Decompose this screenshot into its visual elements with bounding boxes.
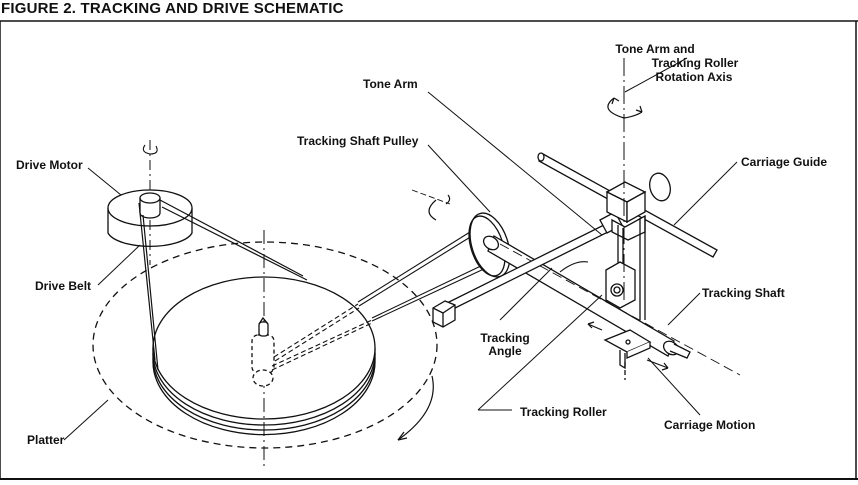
drive-belt bbox=[138, 199, 308, 371]
label-rotation-axis-line2: Tracking Roller bbox=[652, 56, 739, 70]
figure-frame bbox=[0, 20, 858, 480]
label-tracking-shaft: Tracking Shaft bbox=[702, 286, 785, 300]
figure-title: FIGURE 2. TRACKING AND DRIVE SCHEMATIC bbox=[1, 0, 344, 17]
label-drive-motor: Drive Motor bbox=[16, 158, 83, 172]
pulley-rotation-arrow bbox=[428, 194, 451, 221]
label-drive-belt: Drive Belt bbox=[35, 279, 91, 293]
label-platter: Platter bbox=[27, 433, 65, 447]
label-carriage-guide: Carriage Guide bbox=[741, 155, 827, 169]
label-tracking-shaft-pulley: Tracking Shaft Pulley bbox=[297, 134, 419, 148]
platter-rotation-path bbox=[92, 241, 438, 449]
leader-lines bbox=[63, 57, 738, 441]
carriage bbox=[605, 172, 671, 320]
platter-rotation-arrow bbox=[397, 375, 434, 441]
platter bbox=[92, 230, 438, 470]
label-rotation-axis-line1: Tone Arm and bbox=[615, 42, 694, 56]
label-rotation-axis-line3: Rotation Axis bbox=[656, 70, 733, 84]
drive-motor bbox=[107, 140, 193, 265]
tracking-belt bbox=[271, 226, 487, 371]
carriage-bracket bbox=[603, 329, 652, 380]
label-tracking-roller: Tracking Roller bbox=[520, 405, 607, 419]
label-tracking-angle-line1: Tracking bbox=[480, 331, 529, 345]
label-tracking-angle-line2: Angle bbox=[488, 344, 522, 358]
tracking-angle-arc bbox=[559, 261, 589, 273]
label-tone-arm: Tone Arm bbox=[363, 77, 418, 91]
axis-rotation-arrow bbox=[607, 97, 643, 119]
motor-rotation-arrow bbox=[142, 144, 158, 155]
label-carriage-motion: Carriage Motion bbox=[664, 418, 755, 432]
